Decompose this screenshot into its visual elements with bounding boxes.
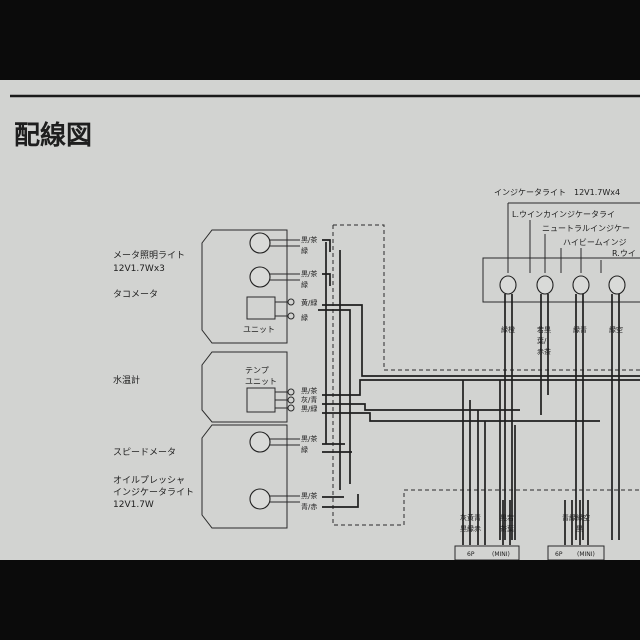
temp-unit-label-1: テンプ [245, 366, 269, 375]
meter-bulb-2 [249, 266, 271, 288]
indicator-housing [482, 257, 640, 303]
lower-harness [462, 380, 589, 545]
connector-6p-mini-left [454, 545, 520, 560]
oil-label: オイルプレッシャ [113, 475, 185, 486]
wire-label: 緑 [301, 445, 308, 454]
tacho-housing [201, 229, 288, 344]
left-harness [318, 239, 640, 508]
wire-label: 黒/茶 [301, 269, 317, 278]
bulb-wire-label: 緑青 [573, 325, 587, 334]
wire-label: 黄/緑 [301, 298, 317, 307]
diagram-sheet: 配線図 メータ照明ライト 12V1.7Wx3 タコメータ 水温計 スピードメータ… [0, 80, 640, 560]
wire-label: 黒/緑 [301, 404, 317, 413]
bulb-wire-label: 葉/ [537, 336, 547, 345]
wiring-diagram: 配線図 メータ照明ライト 12V1.7Wx3 タコメータ 水温計 スピードメータ… [10, 94, 640, 560]
terminal-circles [287, 298, 295, 412]
bottom-wire-label: 茶葉 [500, 524, 514, 533]
indicator-bulbs [499, 275, 626, 295]
l-winker-label: L.ウインカインジケータライ [512, 210, 615, 219]
tacho-label: タコメータ [113, 289, 158, 300]
bottom-wire-label: 黒 [576, 525, 583, 533]
temp-unit-box [246, 387, 276, 413]
connector-label: 6P [555, 551, 563, 558]
meter-light-spec: 12V1.7Wx3 [113, 264, 165, 274]
bulb-wire-label: 赤茶 [537, 347, 551, 356]
connector-outline-lower [332, 225, 640, 526]
bottom-wire-label: 黒若 [500, 513, 514, 522]
wire-label: 灰/青 [301, 395, 317, 404]
oil-label-2: インジケータライト [113, 487, 194, 498]
indicator-leaders [507, 202, 640, 273]
temp-housing [201, 351, 288, 423]
wire-label: 黒/茶 [301, 386, 317, 395]
connector-label: (MINI) [492, 551, 510, 558]
wire-label: 緑 [301, 280, 308, 289]
wire-label: 黒/茶 [301, 434, 317, 443]
wire-label: 緑 [301, 313, 308, 322]
meter-bulb-3 [249, 431, 271, 453]
page-title: 配線図 [14, 120, 92, 151]
bottom-wire-label: 黒緑赤 [460, 524, 481, 533]
meter-light-label: メータ照明ライト [113, 250, 185, 261]
water-temp-label: 水温計 [113, 374, 140, 386]
temp-unit-label-2: ユニット [245, 377, 277, 386]
bulb-wire-label: 緑橙 [501, 325, 515, 334]
wire-label: 青/赤 [301, 502, 317, 511]
speed-housing [201, 424, 288, 529]
right-harness [499, 294, 620, 540]
wire-label: 黒/茶 [301, 491, 317, 500]
indicator-title: インジケータライト 12V1.7Wx4 [494, 188, 620, 197]
terminal-leads [270, 239, 300, 503]
connector-6p-mini-right [547, 545, 605, 560]
wire-label: 緑 [301, 246, 308, 255]
oil-spec: 12V1.7W [113, 500, 154, 510]
bottom-wire-label: 灰黄青 [460, 513, 481, 522]
bottom-wire-label: 青緑緑空 [562, 513, 590, 522]
r-winker-label: R.ウイ [612, 249, 636, 258]
bulb-wire-label: 若黒 [537, 325, 551, 334]
connector-label: (MINI) [577, 551, 595, 558]
wire-label: 黒/茶 [301, 235, 317, 244]
highbeam-label: ハイビームインジ [563, 238, 627, 247]
tacho-unit-box [246, 296, 276, 320]
oil-bulb [249, 488, 271, 510]
bulb-wire-label: 緑空 [609, 325, 623, 334]
speed-label: スピードメータ [113, 447, 176, 458]
neutral-label: ニュートラルインジケー [542, 224, 630, 233]
connector-label: 6P [467, 551, 475, 558]
tacho-unit-label: ユニット [243, 325, 275, 334]
meter-bulb-1 [249, 232, 271, 254]
